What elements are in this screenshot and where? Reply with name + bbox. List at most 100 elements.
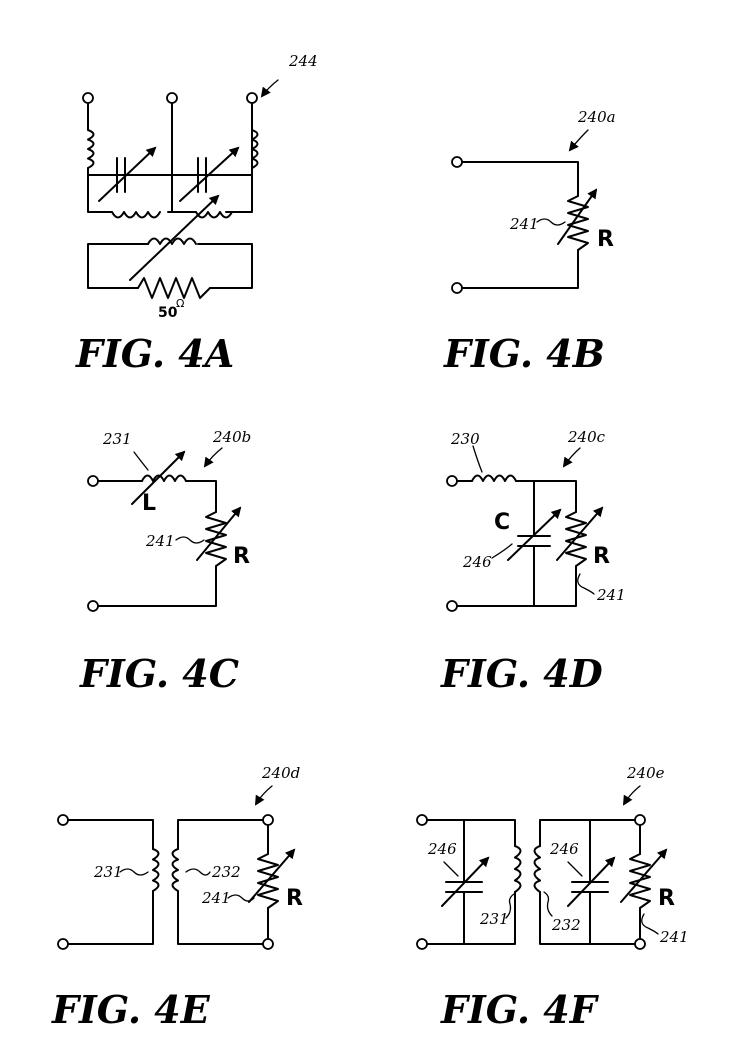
fig-4e-primary-leader (119, 868, 149, 876)
fig-4f-capacitor-1-arrow (441, 856, 490, 907)
fig-4a-variable-arrow-3 (129, 194, 220, 281)
fig-4f-cap-2-leader (567, 861, 583, 877)
fig-4a-resistor-unit: Ω (176, 297, 184, 310)
fig-4e-resistor-leader (227, 894, 255, 902)
fig-4a-caption: FIG. 4A (75, 331, 234, 376)
fig-4c-inductor-arrow (131, 450, 186, 505)
fig-4e-terminal-top-left (57, 814, 69, 826)
fig-4f-terminal-bottom-left (416, 938, 428, 950)
fig-4f-primary-leader (505, 893, 515, 919)
fig-4c-inductor-leader (133, 451, 149, 471)
fig-4c-resistor (205, 511, 227, 567)
fig-4e-circuit (57, 785, 296, 950)
fig-4c-terminal-bottom (87, 600, 99, 612)
fig-4d-capacitor-arrow (507, 508, 562, 561)
fig-4e-primary-ref: 231 (93, 863, 123, 881)
fig-4a-ref-arrow (260, 79, 279, 98)
fig-4b-circuit (451, 129, 598, 294)
fig-4a-coupling-coil (147, 237, 197, 245)
fig-4f-terminal-top-right (634, 814, 646, 826)
fig-4a-resistor (137, 277, 211, 299)
fig-4c-inductor-ref: 231 (102, 430, 132, 448)
fig-4f-terminal-bottom-right (634, 938, 646, 950)
fig-4a-circuit (82, 79, 279, 299)
fig-4b-resistor-symbol: R (597, 227, 614, 252)
fig-4f-caption: FIG. 4F (440, 987, 600, 1032)
fig-4d-resistor-ref: 241 (596, 586, 626, 604)
fig-4a-right-coil (251, 129, 259, 169)
fig-4a-ref: 244 (288, 52, 318, 70)
fig-4e-secondary-ref: 232 (211, 863, 241, 881)
fig-4d-capacitor-ref: 246 (462, 553, 492, 571)
fig-4b-variable-arrow (557, 188, 598, 245)
fig-4a-variable-arrow-1 (98, 146, 157, 202)
fig-4c-caption: FIG. 4C (79, 651, 239, 696)
fig-4f-capacitor-2-arrow (567, 856, 616, 907)
fig-4b-terminal-top (451, 156, 463, 168)
fig-4c-resistor-leader (175, 536, 205, 544)
fig-4d-inductor-leader (472, 445, 483, 473)
fig-4f-primary-ref: 231 (479, 910, 509, 928)
fig-4c-ref-arrow (203, 447, 223, 468)
fig-4e-terminal-top-right (262, 814, 274, 826)
fig-4c-inductor-symbol: L (142, 491, 156, 516)
fig-4f-resistor-arrow (620, 848, 668, 903)
fig-4c-circuit (87, 447, 242, 612)
fig-4b-resistor (567, 195, 589, 251)
fig-4d-resistor-symbol: R (593, 544, 610, 569)
fig-4d-terminal-bottom (446, 600, 458, 612)
fig-4a-left-coil (87, 129, 95, 169)
fig-4d-ref: 240c (567, 428, 606, 446)
fig-4b-ref-arrow (568, 129, 589, 152)
fig-4f-resistor-symbol: R (658, 886, 675, 911)
fig-4f-cap-1-ref: 246 (427, 840, 457, 858)
fig-4f-secondary-leader (543, 891, 553, 917)
fig-4a-terminal-1 (82, 92, 94, 104)
fig-4f-ref: 240e (626, 764, 665, 782)
fig-4f-cap-2-ref: 246 (549, 840, 579, 858)
fig-4f-resistor-leader (641, 913, 659, 935)
fig-4b-terminal-bottom (451, 282, 463, 294)
fig-4d-terminal-top (446, 475, 458, 487)
fig-4e-secondary-coil (171, 848, 179, 892)
fig-4f-ref-arrow (622, 785, 641, 806)
fig-4b-resistor-ref: 241 (509, 215, 539, 233)
fig-4e-primary-coil (152, 848, 160, 892)
fig-4f-secondary-ref: 232 (551, 916, 581, 934)
fig-4c-ref: 240b (212, 428, 251, 446)
fig-4a-bottom-left-coil (111, 211, 161, 219)
fig-4f-secondary-coil (533, 845, 541, 893)
fig-4a-terminal-2 (166, 92, 178, 104)
fig-4e-terminal-bottom-left (57, 938, 69, 950)
fig-4e-resistor-ref: 241 (201, 889, 231, 907)
fig-4e-resistor-arrow (248, 848, 296, 903)
fig-4a-bottom-right-coil (195, 211, 233, 219)
fig-4d-inductor (471, 474, 517, 482)
fig-4d-circuit (446, 445, 604, 612)
fig-4e-ref-arrow (254, 785, 273, 806)
fig-4a-terminal-3 (246, 92, 258, 104)
fig-4b-ref: 240a (577, 108, 616, 126)
fig-4d-ref-arrow (562, 447, 581, 468)
fig-4d-resistor-arrow (556, 506, 604, 561)
fig-4b-resistor-leader (536, 218, 566, 226)
fig-4e-caption: FIG. 4E (51, 987, 211, 1032)
fig-4d-capacitor-symbol: C (494, 510, 510, 535)
fig-4e-terminal-bottom-right (262, 938, 274, 950)
fig-4c-resistor-ref: 241 (145, 532, 175, 550)
fig-4a-resistor-value: 50 (158, 305, 178, 321)
fig-4a-variable-arrow-2 (179, 146, 240, 202)
fig-4d-capacitor-leader (491, 543, 513, 559)
fig-4c-terminal-top (87, 475, 99, 487)
fig-4c-inductor (141, 474, 187, 482)
fig-4e-resistor-symbol: R (286, 886, 303, 911)
fig-4f-circuit (416, 785, 668, 950)
fig-4d-inductor-ref: 230 (450, 430, 480, 448)
fig-4f-terminal-top-left (416, 814, 428, 826)
fig-4d-caption: FIG. 4D (440, 651, 603, 696)
fig-4f-resistor-ref: 241 (659, 928, 689, 946)
fig-4b-caption: FIG. 4B (443, 331, 605, 376)
fig-4e-ref: 240d (261, 764, 300, 782)
